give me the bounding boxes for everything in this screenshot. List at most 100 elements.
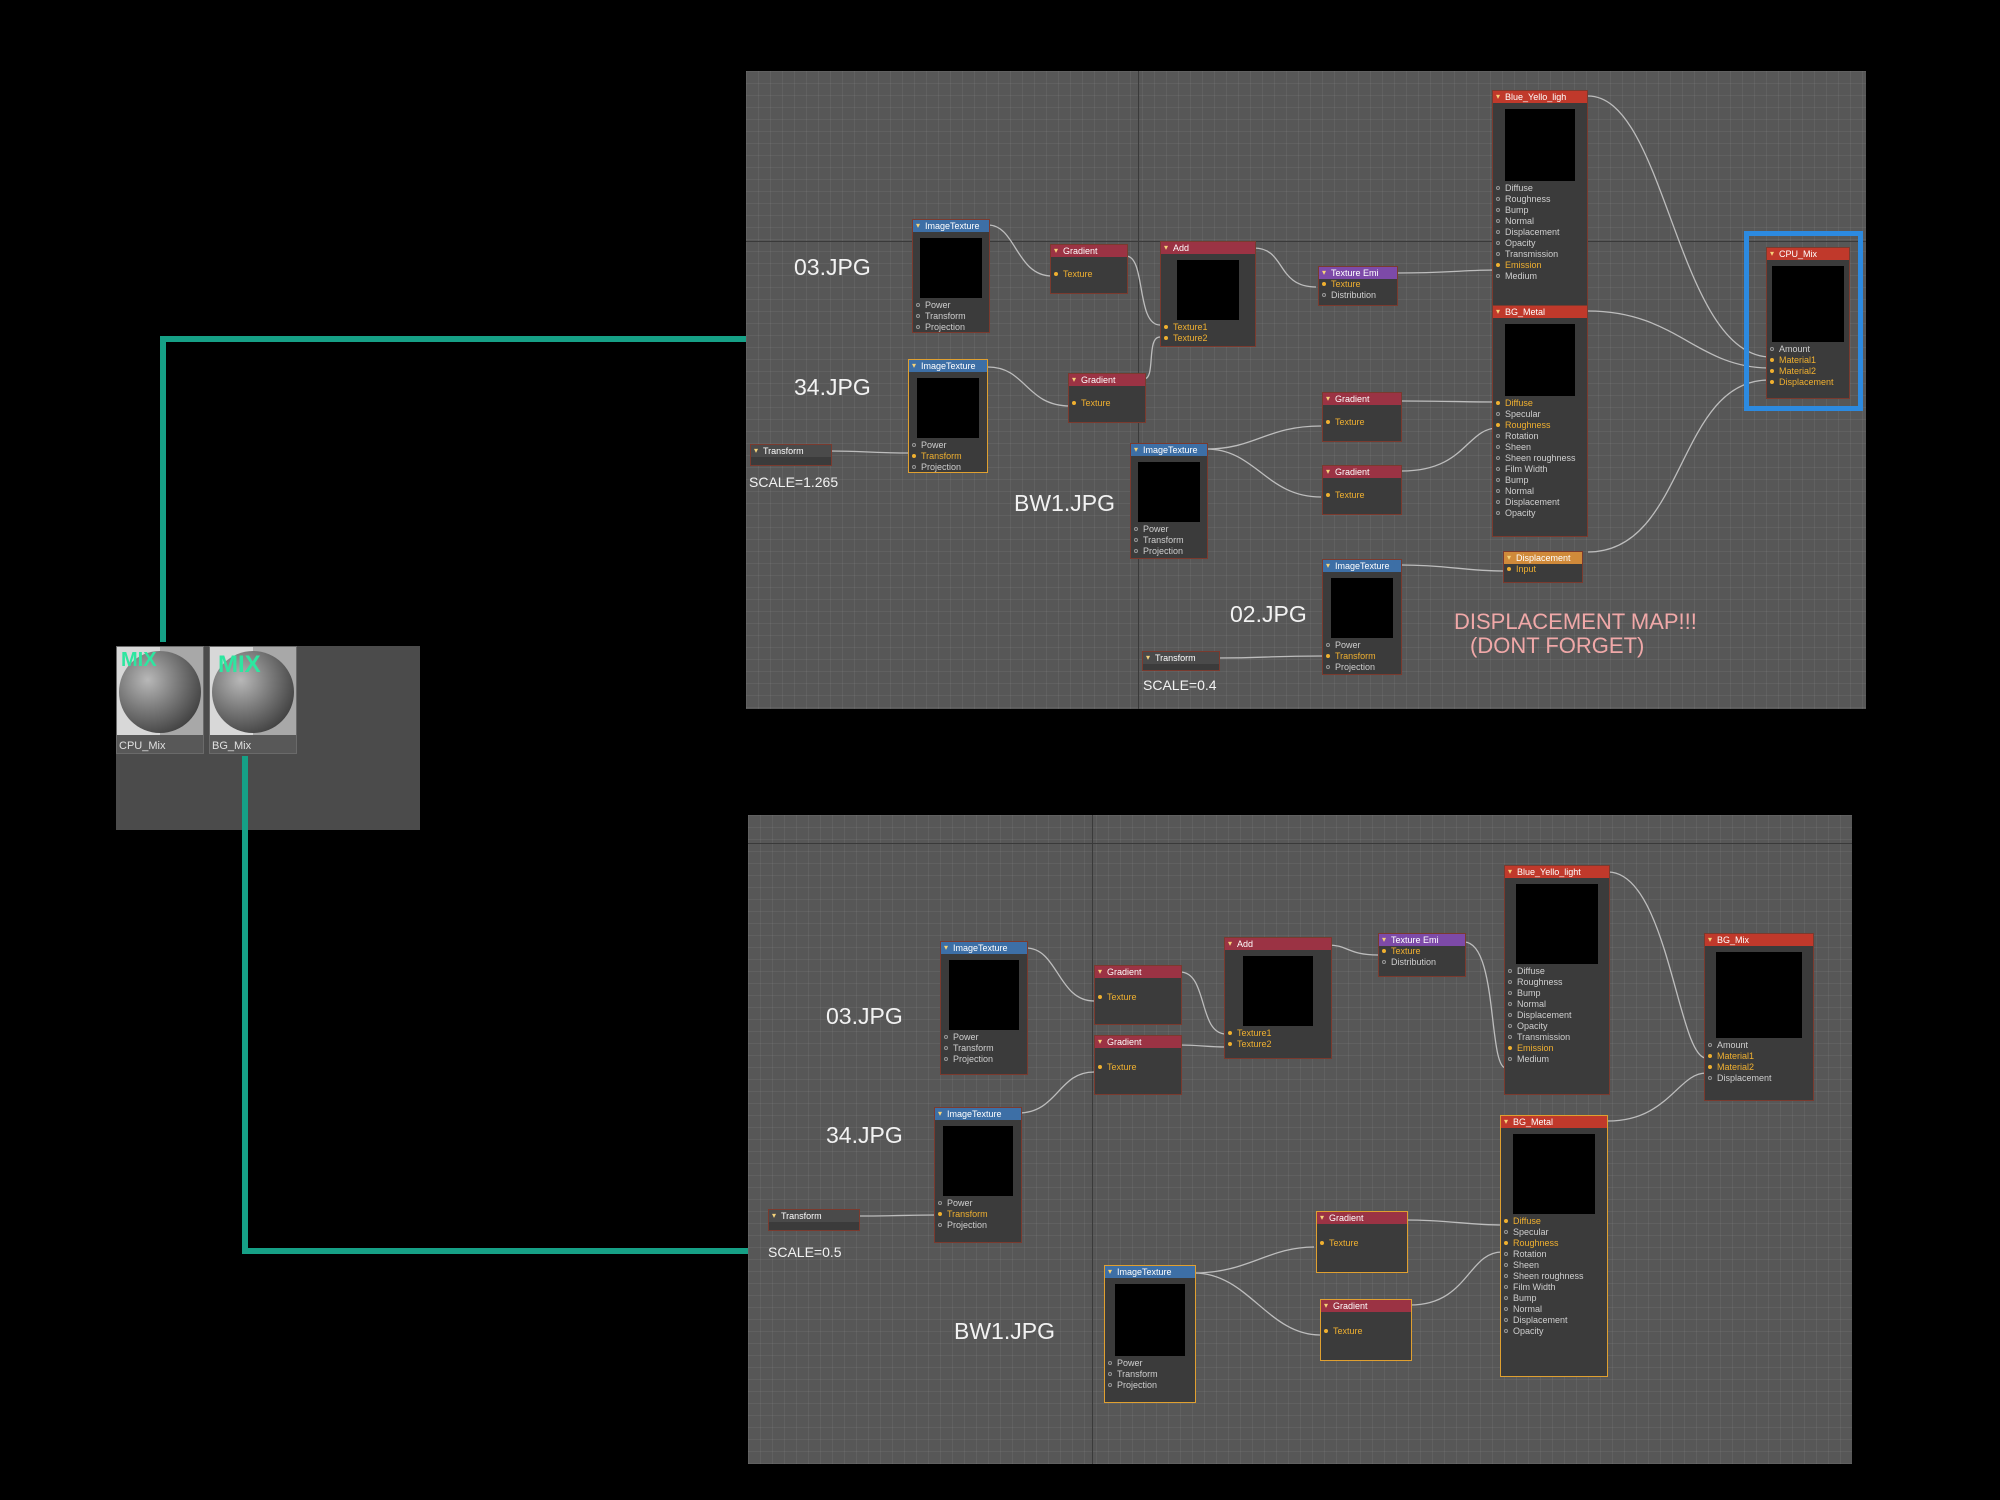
port-bump[interactable]: Bump [1501,1293,1607,1304]
port-amount[interactable]: Amount [1767,344,1849,355]
node-material-bg-metal[interactable]: BG_Metal Diffuse Specular Roughness Rota… [1492,305,1588,537]
port-texture[interactable]: Texture [1321,1326,1411,1337]
port-projection[interactable]: Projection [941,1054,1027,1065]
node-gradient[interactable]: Gradient Texture [1320,1299,1412,1361]
port-medium[interactable]: Medium [1505,1054,1609,1065]
port-diffuse[interactable]: Diffuse [1501,1216,1607,1227]
port-normal[interactable]: Normal [1505,999,1609,1010]
node-material-bg-metal[interactable]: BG_Metal Diffuse Specular Roughness Rota… [1500,1115,1608,1377]
node-editor-cpu-mix[interactable]: 03.JPG 34.JPG BW1.JPG 02.JPG SCALE=1.265… [746,71,1866,709]
node-image-texture[interactable]: ImageTexture Power Transform Projection [912,219,990,333]
material-thumb-bg-mix[interactable]: MIX BG_Mix [209,646,297,754]
port-transform[interactable]: Transform [1105,1369,1195,1380]
port-sheen[interactable]: Sheen [1501,1260,1607,1271]
port-transform[interactable]: Transform [913,311,989,322]
port-power[interactable]: Power [909,440,987,451]
port-texture2[interactable]: Texture2 [1225,1039,1331,1050]
node-displacement[interactable]: Displacement Input [1503,551,1583,583]
port-amount[interactable]: Amount [1705,1040,1813,1051]
port-opacity[interactable]: Opacity [1493,508,1587,519]
port-roughness[interactable]: Roughness [1493,420,1587,431]
node-gradient[interactable]: Gradient Texture [1050,244,1128,294]
node-gradient[interactable]: Gradient Texture [1322,392,1402,442]
port-normal[interactable]: Normal [1501,1304,1607,1315]
port-power[interactable]: Power [913,300,989,311]
port-roughness[interactable]: Roughness [1505,977,1609,988]
port-normal[interactable]: Normal [1493,216,1587,227]
port-film-width[interactable]: Film Width [1493,464,1587,475]
port-roughness[interactable]: Roughness [1501,1238,1607,1249]
port-opacity[interactable]: Opacity [1505,1021,1609,1032]
node-gradient[interactable]: Gradient Texture [1068,373,1146,423]
port-displacement[interactable]: Displacement [1501,1315,1607,1326]
node-gradient[interactable]: Gradient Texture [1322,465,1402,515]
port-material1[interactable]: Material1 [1767,355,1849,366]
node-transform[interactable]: Transform [750,444,832,466]
port-projection[interactable]: Projection [1105,1380,1195,1391]
port-texture1[interactable]: Texture1 [1161,322,1255,333]
port-film-width[interactable]: Film Width [1501,1282,1607,1293]
port-normal[interactable]: Normal [1493,486,1587,497]
port-projection[interactable]: Projection [1131,546,1207,557]
port-roughness[interactable]: Roughness [1493,194,1587,205]
port-power[interactable]: Power [1105,1358,1195,1369]
material-thumb-cpu-mix[interactable]: MIX CPU_Mix [116,646,204,754]
port-emission[interactable]: Emission [1493,260,1587,271]
port-diffuse[interactable]: Diffuse [1493,183,1587,194]
port-opacity[interactable]: Opacity [1493,238,1587,249]
port-input[interactable]: Input [1504,564,1582,575]
port-emission[interactable]: Emission [1505,1043,1609,1054]
port-transform[interactable]: Transform [1131,535,1207,546]
port-texture1[interactable]: Texture1 [1225,1028,1331,1039]
port-power[interactable]: Power [941,1032,1027,1043]
port-projection[interactable]: Projection [1323,662,1401,673]
port-texture[interactable]: Texture [1095,1062,1181,1073]
node-add[interactable]: Add Texture1 Texture2 [1160,241,1256,347]
port-transmission[interactable]: Transmission [1493,249,1587,260]
node-mix-cpu[interactable]: CPU_Mix Amount Material1 Material2 Displ… [1766,247,1850,399]
node-texture-emission[interactable]: Texture Emi Texture Distribution [1318,266,1398,306]
node-image-texture[interactable]: ImageTexture Power Transform Projection [1130,443,1208,559]
node-transform[interactable]: Transform [1142,651,1220,671]
node-image-texture[interactable]: ImageTexture Power Transform Projection [940,941,1028,1075]
node-image-texture[interactable]: ImageTexture Power Transform Projection [908,359,988,473]
node-transform[interactable]: Transform [768,1209,860,1231]
port-medium[interactable]: Medium [1493,271,1587,282]
port-diffuse[interactable]: Diffuse [1505,966,1609,977]
port-material1[interactable]: Material1 [1705,1051,1813,1062]
port-displacement[interactable]: Displacement [1767,377,1849,388]
port-distribution[interactable]: Distribution [1379,957,1465,968]
port-texture[interactable]: Texture [1323,490,1401,501]
port-specular[interactable]: Specular [1493,409,1587,420]
port-texture[interactable]: Texture [1319,279,1397,290]
port-bump[interactable]: Bump [1493,475,1587,486]
port-texture2[interactable]: Texture2 [1161,333,1255,344]
node-material-blue-yellow-light[interactable]: Blue_Yello_ligh Diffuse Roughness Bump N… [1492,90,1588,308]
port-displacement[interactable]: Displacement [1493,227,1587,238]
node-image-texture[interactable]: ImageTexture Power Transform Projection [1104,1265,1196,1403]
port-distribution[interactable]: Distribution [1319,290,1397,301]
port-texture[interactable]: Texture [1323,417,1401,428]
node-mix-bg[interactable]: BG_Mix Amount Material1 Material2 Displa… [1704,933,1814,1101]
port-rotation[interactable]: Rotation [1493,431,1587,442]
port-bump[interactable]: Bump [1505,988,1609,999]
node-editor-bg-mix[interactable]: 03.JPG 34.JPG BW1.JPG SCALE=0.5 ImageTex… [748,815,1852,1464]
port-transform[interactable]: Transform [1323,651,1401,662]
port-power[interactable]: Power [935,1198,1021,1209]
port-projection[interactable]: Projection [909,462,987,473]
port-rotation[interactable]: Rotation [1501,1249,1607,1260]
port-material2[interactable]: Material2 [1767,366,1849,377]
port-projection[interactable]: Projection [913,322,989,333]
port-displacement[interactable]: Displacement [1705,1073,1813,1084]
node-add[interactable]: Add Texture1 Texture2 [1224,937,1332,1059]
node-gradient[interactable]: Gradient Texture [1094,965,1182,1025]
port-power[interactable]: Power [1131,524,1207,535]
port-displacement[interactable]: Displacement [1505,1010,1609,1021]
port-projection[interactable]: Projection [935,1220,1021,1231]
port-displacement[interactable]: Displacement [1493,497,1587,508]
node-texture-emission[interactable]: Texture Emi Texture Distribution [1378,933,1466,977]
port-transform[interactable]: Transform [935,1209,1021,1220]
node-image-texture[interactable]: ImageTexture Power Transform Projection [934,1107,1022,1243]
port-texture[interactable]: Texture [1317,1238,1407,1249]
port-material2[interactable]: Material2 [1705,1062,1813,1073]
